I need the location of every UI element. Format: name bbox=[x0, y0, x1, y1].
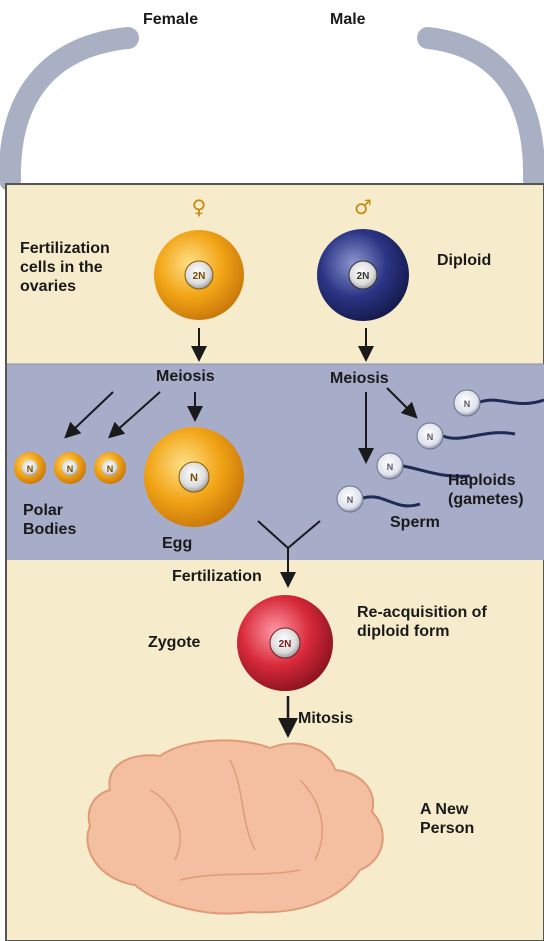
svg-text:N: N bbox=[67, 464, 74, 474]
diploid-label: Diploid bbox=[437, 251, 491, 270]
svg-text:N: N bbox=[464, 399, 471, 409]
female-cell-mark: 2N bbox=[193, 271, 206, 282]
svg-text:N: N bbox=[387, 462, 394, 472]
svg-text:N: N bbox=[190, 472, 198, 484]
meiosis-male-label: Meiosis bbox=[330, 369, 389, 388]
svg-text:N: N bbox=[427, 432, 434, 442]
svg-text:2N: 2N bbox=[279, 639, 292, 650]
male-header: Male bbox=[330, 10, 366, 29]
zygote-label: Zygote bbox=[148, 633, 200, 652]
svg-text:N: N bbox=[107, 464, 114, 474]
polar-body-3: N bbox=[94, 452, 126, 484]
polar-body-2: N bbox=[54, 452, 86, 484]
male-cell-mark: 2N bbox=[357, 271, 370, 282]
polar-body-1: N bbox=[14, 452, 46, 484]
svg-text:N: N bbox=[347, 495, 354, 505]
left-arc bbox=[10, 38, 128, 180]
male-diploid-cell: 2N bbox=[317, 229, 409, 321]
meiosis-female-label: Meiosis bbox=[156, 367, 215, 386]
right-arc bbox=[428, 38, 534, 180]
egg-cell: N bbox=[144, 427, 244, 527]
fertilization-cells-label: Fertilization cells in the ovaries bbox=[20, 239, 110, 296]
fertilization-label: Fertilization bbox=[172, 567, 262, 586]
female-symbol-icon: ♀ bbox=[192, 195, 207, 219]
egg-label: Egg bbox=[162, 534, 192, 553]
haploids-label: Haploids (gametes) bbox=[448, 471, 524, 509]
female-diploid-cell: 2N bbox=[154, 230, 244, 320]
zygote-cell: 2N bbox=[237, 595, 333, 691]
male-symbol-icon: ♂ bbox=[354, 195, 372, 219]
svg-text:N: N bbox=[27, 464, 34, 474]
sperm-label: Sperm bbox=[390, 513, 440, 532]
polar-bodies-label: Polar Bodies bbox=[23, 501, 76, 539]
reacquisition-label: Re-acquisition of diploid form bbox=[357, 603, 487, 641]
mitosis-label: Mitosis bbox=[298, 709, 353, 728]
female-header: Female bbox=[143, 10, 198, 29]
new-person-label: A New Person bbox=[420, 800, 474, 838]
